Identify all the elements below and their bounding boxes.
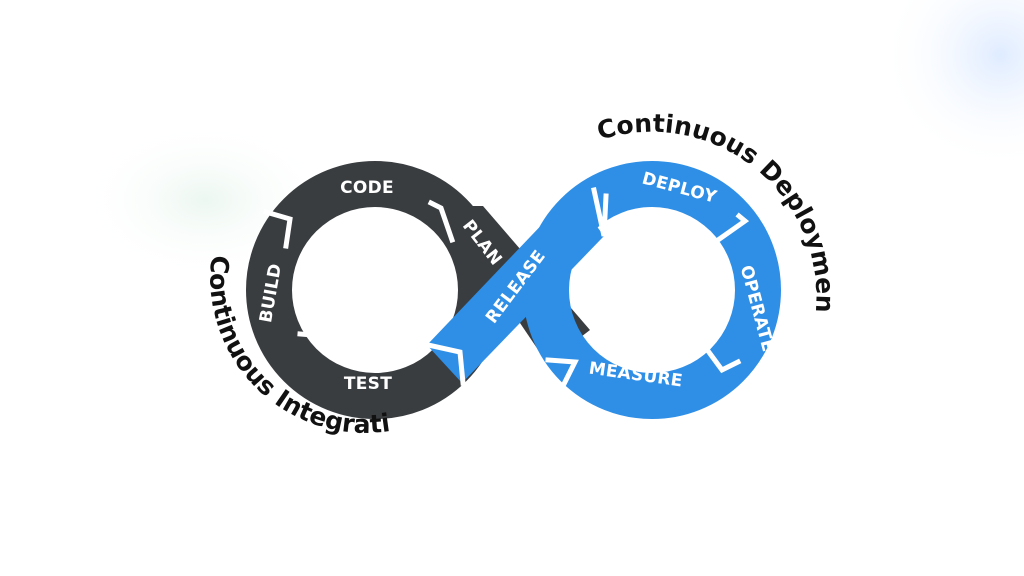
separator-deploy-operate (714, 212, 750, 244)
separator-code-build (262, 208, 293, 249)
stage-label-test: TEST (344, 374, 392, 394)
stage-label-code: CODE (340, 178, 394, 198)
separator-measure-plan (545, 357, 579, 396)
separator-release-deploy (591, 187, 609, 237)
separator-operate-measure (696, 336, 742, 374)
segment-separators (262, 187, 750, 396)
separator-code-plan (427, 199, 456, 244)
separator-build-test (297, 331, 338, 362)
release-band (427, 193, 604, 383)
background-glow-right (880, 0, 1024, 170)
separator-release-test (425, 342, 466, 386)
